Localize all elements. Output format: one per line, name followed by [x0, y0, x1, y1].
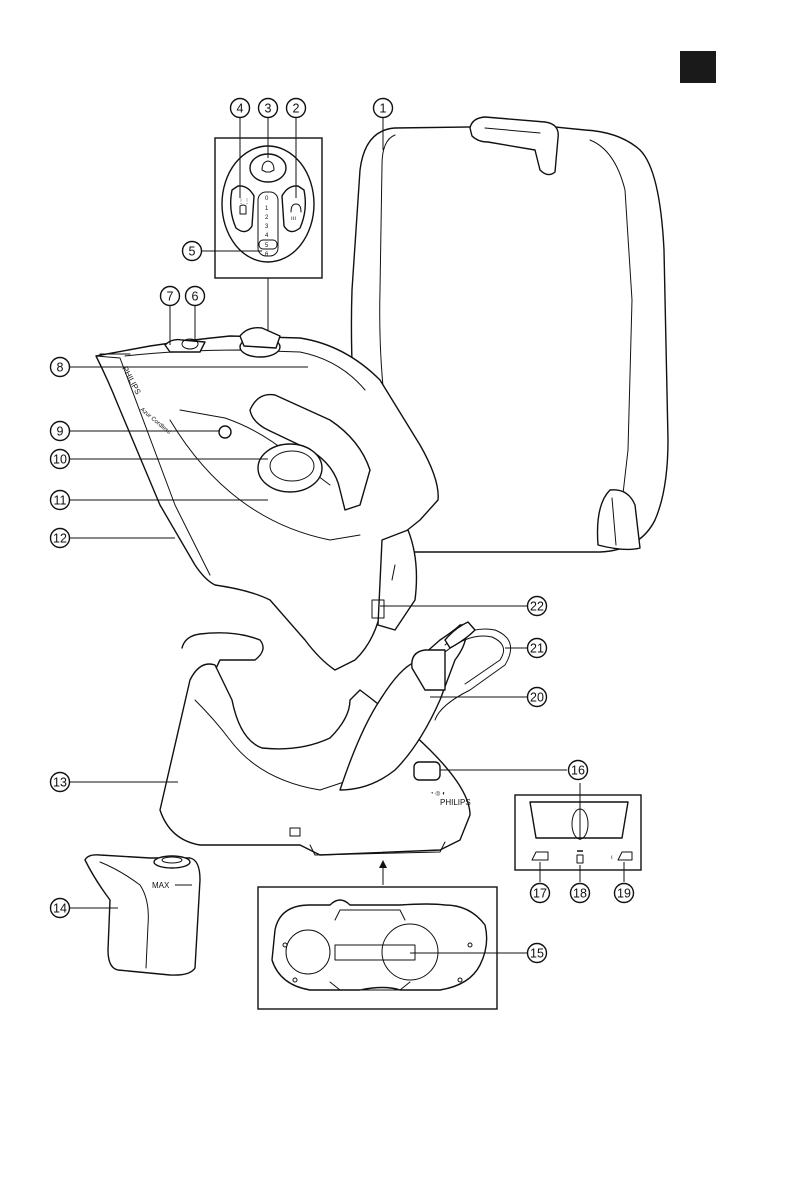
- svg-text:ııı: ııı: [291, 216, 296, 222]
- svg-text:22: 22: [530, 600, 544, 614]
- iron-illustration: PHILIPS Azur Cordless: [95, 326, 439, 671]
- callout-19: 19: [613, 882, 635, 904]
- base-brand-text: PHILIPS: [440, 798, 471, 807]
- svg-text:14: 14: [53, 902, 67, 916]
- callout-11: 11: [49, 489, 71, 511]
- svg-text:16: 16: [571, 764, 585, 778]
- steam-setting-6: 6: [265, 252, 269, 258]
- steam-setting-5: 5: [265, 243, 269, 249]
- svg-text:5: 5: [189, 245, 196, 259]
- svg-text:12: 12: [53, 532, 67, 546]
- callout-lines: [70, 118, 625, 954]
- callout-2: 2: [285, 97, 307, 119]
- callout-5: 5: [181, 240, 203, 262]
- callout-3: 3: [257, 97, 279, 119]
- svg-text:9: 9: [57, 425, 64, 439]
- callout-10: 10: [49, 448, 71, 470]
- control-panel-inset: ⋮⋮ ııı 0 1 2 3 4 5 6: [214, 137, 323, 335]
- base-station-illustration: ◔ ◎ ◐ PHILIPS: [159, 621, 512, 885]
- callout-18: 18: [569, 882, 591, 904]
- svg-text:18: 18: [573, 887, 587, 901]
- svg-text:21: 21: [530, 642, 544, 656]
- callout-16: 16: [567, 759, 589, 781]
- tank-max-mark: MAX: [152, 881, 170, 890]
- callout-14: 14: [49, 897, 71, 919]
- svg-text:ı: ı: [611, 855, 613, 861]
- svg-text:7: 7: [167, 290, 174, 304]
- callout-12: 12: [49, 527, 71, 549]
- callout-22: 22: [526, 595, 548, 617]
- callout-7: 7: [159, 285, 181, 307]
- callout-13: 13: [49, 771, 71, 793]
- svg-text:3: 3: [265, 102, 272, 116]
- steam-setting-1: 1: [265, 206, 269, 212]
- callout-1: 1: [372, 97, 394, 119]
- callout-21: 21: [526, 637, 548, 659]
- svg-text:10: 10: [53, 453, 67, 467]
- svg-text:17: 17: [533, 887, 547, 901]
- steam-setting-2: 2: [265, 215, 269, 221]
- callout-20: 20: [526, 686, 548, 708]
- svg-text:◔ ◎ ◐: ◔ ◎ ◐: [430, 791, 446, 797]
- svg-text:2: 2: [293, 102, 300, 116]
- indicator-inset: ı: [514, 794, 642, 871]
- svg-text:15: 15: [530, 947, 544, 961]
- svg-text:1: 1: [380, 102, 387, 116]
- callout-9: 9: [49, 420, 71, 442]
- steam-setting-3: 3: [265, 224, 269, 230]
- callout-4: 4: [229, 97, 251, 119]
- language-tab: [680, 51, 716, 83]
- svg-text:11: 11: [54, 494, 67, 508]
- callout-17: 17: [529, 882, 551, 904]
- svg-text:4: 4: [237, 102, 244, 116]
- water-tank-illustration: MAX: [84, 854, 201, 976]
- svg-text:6: 6: [192, 290, 199, 304]
- steam-setting-0: 0: [265, 196, 269, 202]
- svg-text:8: 8: [57, 361, 64, 375]
- callout-6: 6: [184, 285, 206, 307]
- svg-text:20: 20: [530, 691, 544, 705]
- callout-15: 15: [526, 942, 548, 964]
- base-underside-inset: [257, 886, 498, 1010]
- storage-case-illustration: [350, 116, 669, 553]
- svg-text:19: 19: [617, 887, 631, 901]
- callout-numbers: 1 4 3 2 5 7 6 8 9 10 11 12 22 21 20 13 1…: [49, 97, 635, 964]
- steam-setting-4: 4: [265, 233, 269, 239]
- svg-text:13: 13: [53, 776, 67, 790]
- callout-8: 8: [49, 356, 71, 378]
- svg-text:⋮⋮: ⋮⋮: [238, 199, 250, 205]
